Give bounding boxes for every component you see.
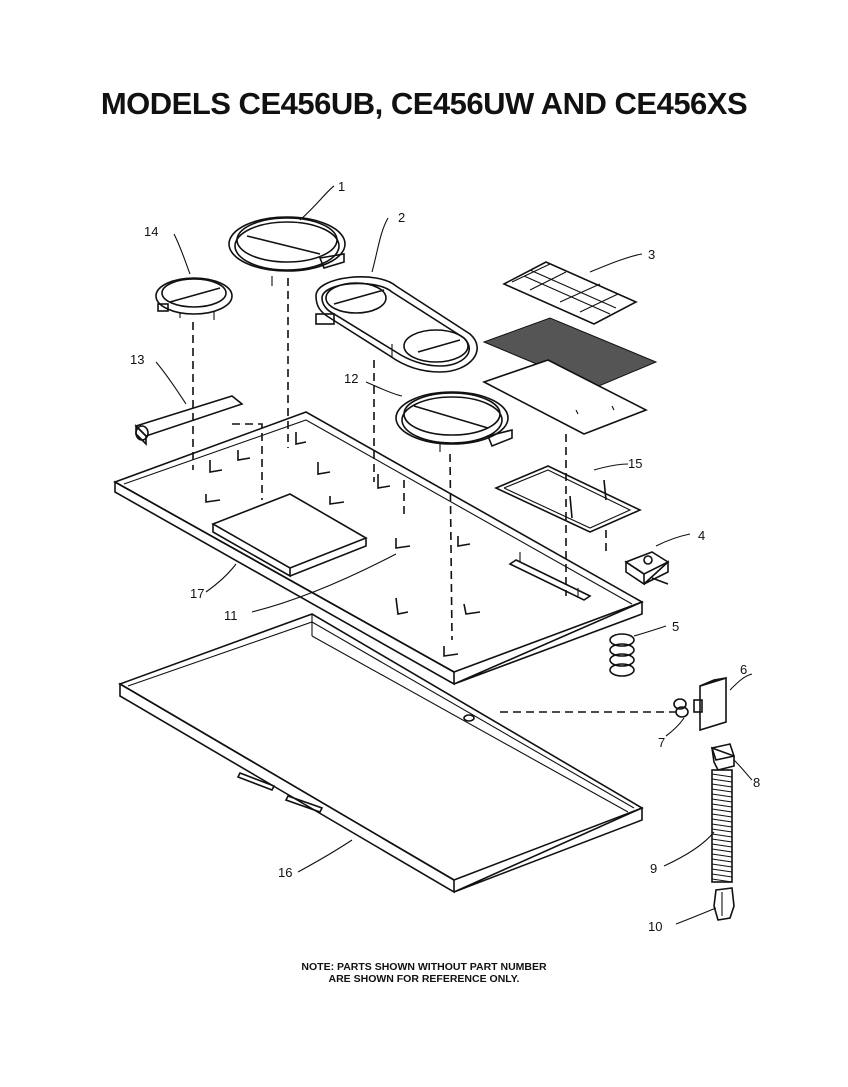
spring-coil: [711, 858, 733, 863]
callout-13: 13: [130, 352, 144, 367]
callout-labels: 1 2 3 14 13 12 15 4 5 6 7 8 9 10 11 17 1…: [130, 179, 760, 934]
switch-4: [624, 551, 670, 586]
callout-11: 11: [224, 608, 238, 623]
spring-coil: [711, 823, 733, 828]
spring-coil: [711, 803, 733, 808]
spring-coil: [711, 848, 733, 853]
callout-5: 5: [672, 619, 679, 634]
callout-8: 8: [753, 775, 760, 790]
callout-12: 12: [344, 371, 358, 386]
callout-15: 15: [628, 456, 642, 471]
note-line-1: NOTE: PARTS SHOWN WITHOUT PART NUMBER: [301, 961, 547, 973]
spring-coil: [711, 878, 733, 883]
spring-coil: [711, 818, 733, 823]
knob-cap-8: [710, 743, 736, 771]
trim-bar-13: [134, 395, 244, 446]
nut-7: [673, 698, 689, 718]
callout-2: 2: [398, 210, 405, 225]
spring-coil: [711, 778, 733, 783]
spring-coil: [711, 828, 733, 833]
spring-coil: [711, 838, 733, 843]
callout-6: 6: [740, 662, 747, 677]
spring-coil: [711, 843, 733, 848]
callout-1: 1: [338, 179, 345, 194]
spring-coil: [711, 863, 733, 868]
cooktop-frame: [113, 411, 644, 686]
callout-14: 14: [144, 224, 158, 239]
surface-element-2: [315, 276, 478, 373]
bottom-tray: [118, 613, 644, 894]
spring-coil: [711, 833, 733, 838]
spring-coil: [711, 783, 733, 788]
clip-6: [693, 676, 727, 732]
spring-coil: [711, 808, 733, 813]
grate-3: [502, 261, 638, 325]
spring-coil: [711, 868, 733, 873]
insulation-pad: [481, 317, 658, 435]
surface-element-1: [228, 216, 346, 286]
leader-lines: [155, 185, 753, 925]
shaft-spring-9: [711, 769, 733, 883]
surface-element-12: [395, 391, 513, 452]
assembly-lines: [192, 278, 676, 713]
callout-16: 16: [278, 865, 292, 880]
spring-coil: [711, 813, 733, 818]
surface-element-14: [155, 277, 233, 320]
callout-17: 17: [190, 586, 204, 601]
spring-coil: [711, 853, 733, 858]
spring-coil: [711, 873, 733, 878]
spring-coil: [711, 788, 733, 793]
callout-3: 3: [648, 247, 655, 262]
spring-5: [609, 633, 635, 677]
spring-coil: [711, 793, 733, 798]
note-line-2: ARE SHOWN FOR REFERENCE ONLY.: [328, 973, 520, 985]
bracket-15: [494, 465, 642, 533]
callout-10: 10: [648, 919, 662, 934]
page-title: MODELS CE456UB, CE456UW AND CE456XS: [100, 86, 748, 121]
callout-7: 7: [658, 735, 665, 750]
callout-9: 9: [650, 861, 657, 876]
callout-4: 4: [698, 528, 705, 543]
spring-coil: [711, 798, 733, 803]
spring-coil: [711, 773, 733, 778]
clip-10: [713, 887, 735, 921]
